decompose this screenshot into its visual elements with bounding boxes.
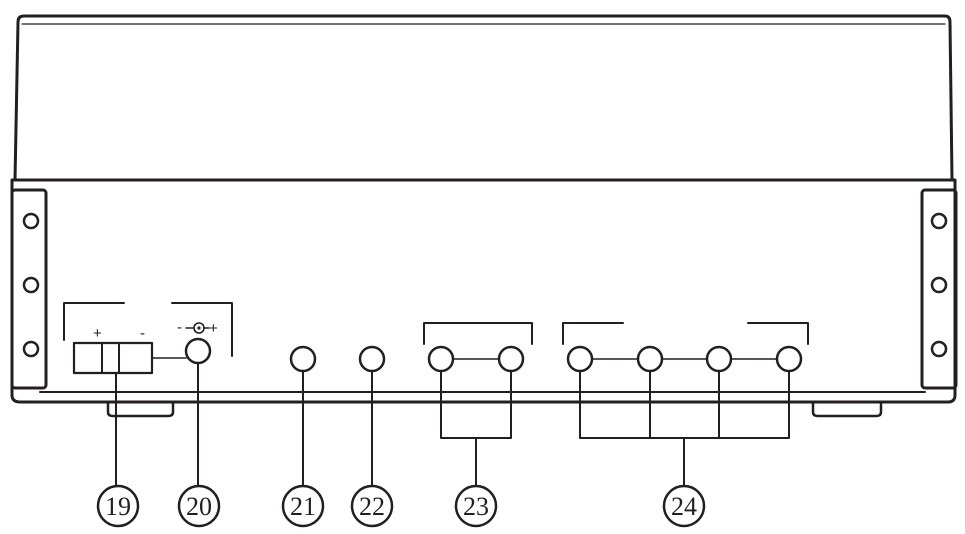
- jack-group-23-bracket: [423, 322, 533, 345]
- right-foot: [811, 400, 883, 418]
- terminal-block-connector: [72, 341, 154, 375]
- jack-24-2: [636, 345, 664, 373]
- callout-22: 22: [350, 484, 394, 528]
- dc-plus-mark: +: [209, 320, 218, 337]
- plus-mark-1: +: [93, 325, 102, 342]
- dc-power-jack: [184, 337, 212, 365]
- right-rack-hole-middle: [930, 276, 948, 294]
- right-rack-ear: [920, 188, 958, 390]
- left-rack-hole-middle: [22, 276, 40, 294]
- dc-minus-mark: -: [177, 319, 182, 336]
- jack-23-left: [427, 345, 455, 373]
- callout-23: 23: [454, 484, 498, 528]
- jack-group-24-bracket-left: [562, 322, 624, 345]
- callout-20: 20: [177, 484, 221, 528]
- callout-22-label: 22: [359, 492, 385, 521]
- jack-24-1: [566, 345, 594, 373]
- callout-21-label: 21: [290, 492, 316, 521]
- jack-22: [358, 345, 386, 373]
- rear-panel-body: [10, 178, 957, 404]
- left-rack-ear: [10, 188, 48, 390]
- callout-24-label: 24: [671, 492, 697, 521]
- left-rack-hole-bottom: [22, 340, 40, 358]
- power-bracket-left: [63, 302, 125, 341]
- left-foot: [106, 400, 175, 418]
- leader-23-bracket: [440, 370, 512, 439]
- power-bracket-right: [171, 302, 233, 357]
- leader-24-bracket: [579, 370, 790, 439]
- callout-21: 21: [281, 484, 325, 528]
- minus-mark-1: -: [140, 325, 145, 342]
- callout-20-label: 20: [186, 492, 212, 521]
- jack-23-right: [497, 345, 525, 373]
- callout-19: 19: [96, 484, 140, 528]
- jack-group-24-bracket-right: [747, 322, 809, 345]
- jack-24-3: [705, 345, 733, 373]
- jack-21: [289, 345, 317, 373]
- dc-polarity-icon: [185, 322, 210, 334]
- callout-24: 24: [662, 484, 706, 528]
- callout-23-label: 23: [463, 492, 489, 521]
- callout-19-label: 19: [105, 492, 131, 521]
- top-housing: [13, 14, 954, 182]
- right-rack-hole-bottom: [930, 340, 948, 358]
- jack-24-4: [775, 345, 803, 373]
- right-rack-hole-top: [930, 212, 948, 230]
- left-rack-hole-top: [22, 212, 40, 230]
